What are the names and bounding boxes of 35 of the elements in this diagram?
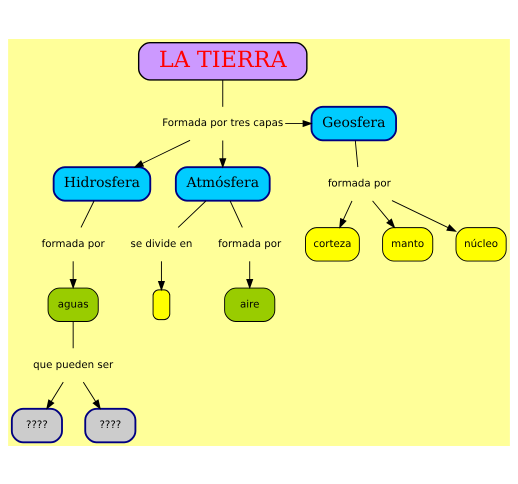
node-text: se divide en [130, 238, 192, 250]
node-text: que pueden ser [33, 359, 114, 370]
node-box: Geosfera [310, 105, 397, 141]
node-box: ???? [10, 407, 63, 443]
node-text: formada por [42, 238, 105, 250]
node-text: Formada por tres capas [162, 118, 284, 129]
arrow [158, 260, 166, 291]
arrow [392, 200, 457, 232]
node-box: ???? [84, 407, 136, 443]
arrow [82, 381, 101, 410]
connector [230, 200, 243, 228]
node-box: manto [382, 226, 434, 262]
node-box [152, 288, 170, 320]
connector [72, 320, 74, 348]
node-box: corteza [305, 226, 360, 262]
arrow [70, 260, 77, 289]
arrow [219, 140, 226, 168]
connector [222, 79, 224, 107]
node-text: formada por [328, 178, 391, 190]
node-text: formada por [218, 238, 282, 250]
arrow [284, 119, 313, 127]
connector [80, 200, 95, 228]
arrow [339, 200, 352, 228]
arrow [246, 260, 254, 289]
connector [178, 200, 206, 228]
arrow [372, 200, 396, 228]
node-box: Hidrosfera [52, 166, 152, 202]
node-box: Atmósfera [174, 166, 271, 202]
node-box: aire [224, 287, 276, 322]
node-box: LA TIERRA [138, 42, 308, 80]
arrow [46, 381, 64, 410]
node-box: núcleo [456, 226, 507, 262]
connector [354, 140, 358, 168]
node-box: aguas [48, 287, 99, 322]
arrow [133, 139, 191, 168]
